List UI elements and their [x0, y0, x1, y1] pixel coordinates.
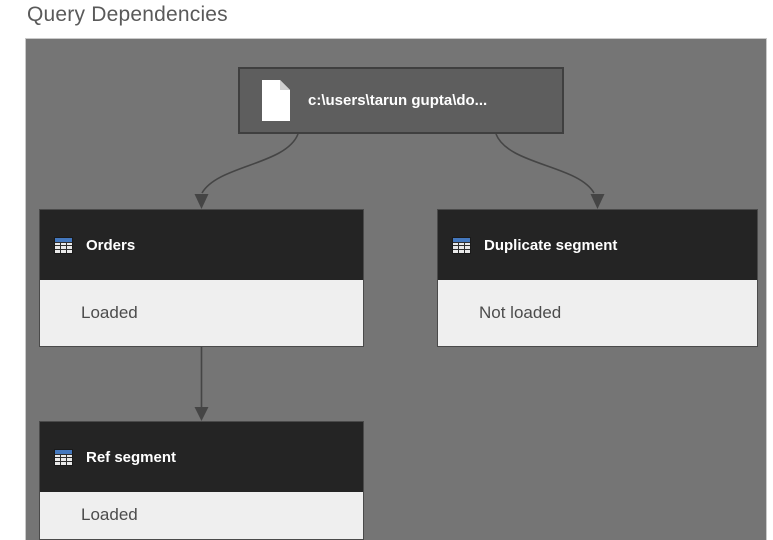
load-status: Loaded	[81, 505, 138, 524]
source-file-label: c:\users\tarun gupta\do...	[308, 92, 488, 109]
edge-file-to-orders	[201, 133, 299, 194]
query-node-header: Ref segment	[40, 422, 363, 492]
query-node-ref-segment[interactable]: Ref segment Loaded	[39, 421, 364, 540]
query-node-duplicate-segment[interactable]: Duplicate segment Not loaded	[437, 209, 758, 347]
arrowhead-duplicate	[590, 194, 605, 209]
load-status: Loaded	[81, 303, 138, 322]
query-node-title: Duplicate segment	[484, 236, 618, 254]
query-node-body: Loaded	[40, 280, 363, 346]
table-icon	[452, 236, 471, 254]
edge-file-to-duplicate	[495, 133, 595, 194]
load-status: Not loaded	[479, 303, 562, 322]
table-icon	[54, 448, 73, 466]
dialog-title: Query Dependencies	[27, 3, 228, 26]
source-file-node[interactable]: c:\users\tarun gupta\do...	[238, 67, 564, 134]
query-node-header: Duplicate segment	[438, 210, 757, 280]
arrowhead-orders	[194, 194, 209, 209]
document-icon	[262, 80, 290, 121]
query-node-title: Orders	[86, 236, 136, 254]
query-node-title: Ref segment	[86, 448, 177, 466]
dependency-canvas[interactable]: c:\users\tarun gupta\do... Orders Loaded	[25, 38, 767, 540]
query-node-body: Not loaded	[438, 280, 757, 346]
query-node-orders[interactable]: Orders Loaded	[39, 209, 364, 347]
arrowhead-ref	[194, 407, 209, 421]
query-node-body: Loaded	[40, 492, 363, 538]
query-node-header: Orders	[40, 210, 363, 280]
table-icon	[54, 236, 73, 254]
